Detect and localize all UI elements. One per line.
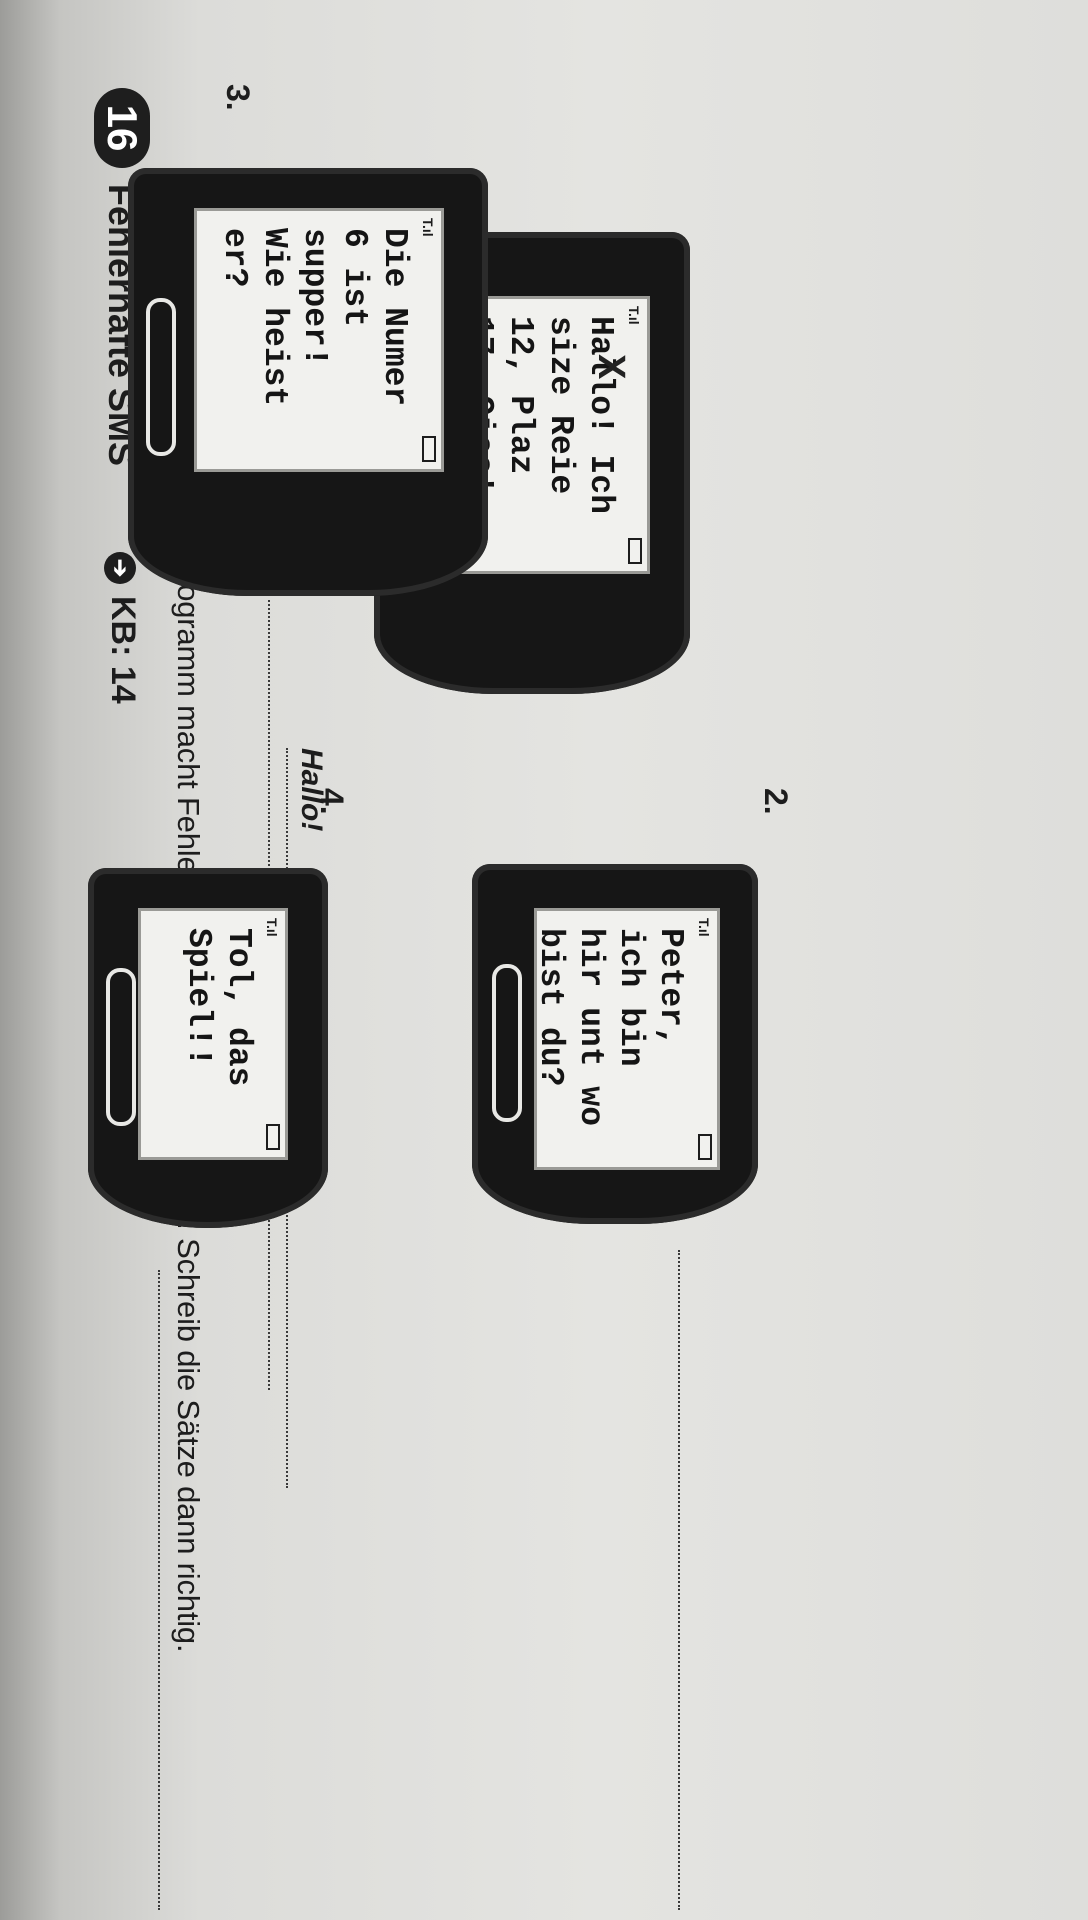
sms-text-2: Peter, ich bin hir unt wo bist du? <box>532 928 689 1127</box>
signal-icon: T.ıl <box>696 918 712 937</box>
phone-screen-4: T.ıl Tol, das Spiel!! <box>138 908 288 1160</box>
kb-reference: KB: 14 <box>104 596 142 704</box>
phone-screen-2: T.ıl Peter, ich bin hir unt wo bist du? <box>532 908 720 1170</box>
signal-icon: T.ıl <box>626 306 642 325</box>
phone-4: T.ıl Tol, das Spiel!! <box>88 868 328 1228</box>
battery-icon <box>628 538 642 564</box>
item-number-2: 2. <box>758 788 794 815</box>
phone-screen-1: T.ıl Hallo! Ich size Reie 12, Plaz 17. C… <box>460 296 650 574</box>
exercise-number-badge: 16 <box>94 88 150 168</box>
phone-screen-3: T.ıl Die Numer 6 ist supper! Wie heist e… <box>194 208 444 472</box>
answer-line-2 <box>678 1250 680 1910</box>
phone-nav-button-icon <box>106 968 136 1126</box>
phone-2: T.ıl Peter, ich bin hir unt wo bist du? <box>472 864 758 1224</box>
answer-line-4 <box>158 1270 160 1910</box>
item-number-3: 3. <box>220 84 256 111</box>
battery-icon <box>698 1134 712 1160</box>
sms-text-4: Tol, das Spiel!! <box>180 928 257 1087</box>
signal-icon: T.ıl <box>264 918 280 937</box>
battery-icon <box>266 1124 280 1150</box>
correction-mark: X <box>590 354 632 380</box>
sms-text-3: Die Numer 6 ist supper! Wie heist er? <box>216 228 413 407</box>
battery-icon <box>422 436 436 462</box>
item-number-4: 4. <box>314 788 350 815</box>
phone-nav-button-icon <box>146 298 176 456</box>
signal-icon: T.ıl <box>420 218 436 237</box>
phone-3: T.ıl Die Numer 6 ist supper! Wie heist e… <box>128 168 488 596</box>
arrow-right-icon: ➔ <box>104 552 136 584</box>
phone-nav-button-icon <box>492 964 522 1122</box>
